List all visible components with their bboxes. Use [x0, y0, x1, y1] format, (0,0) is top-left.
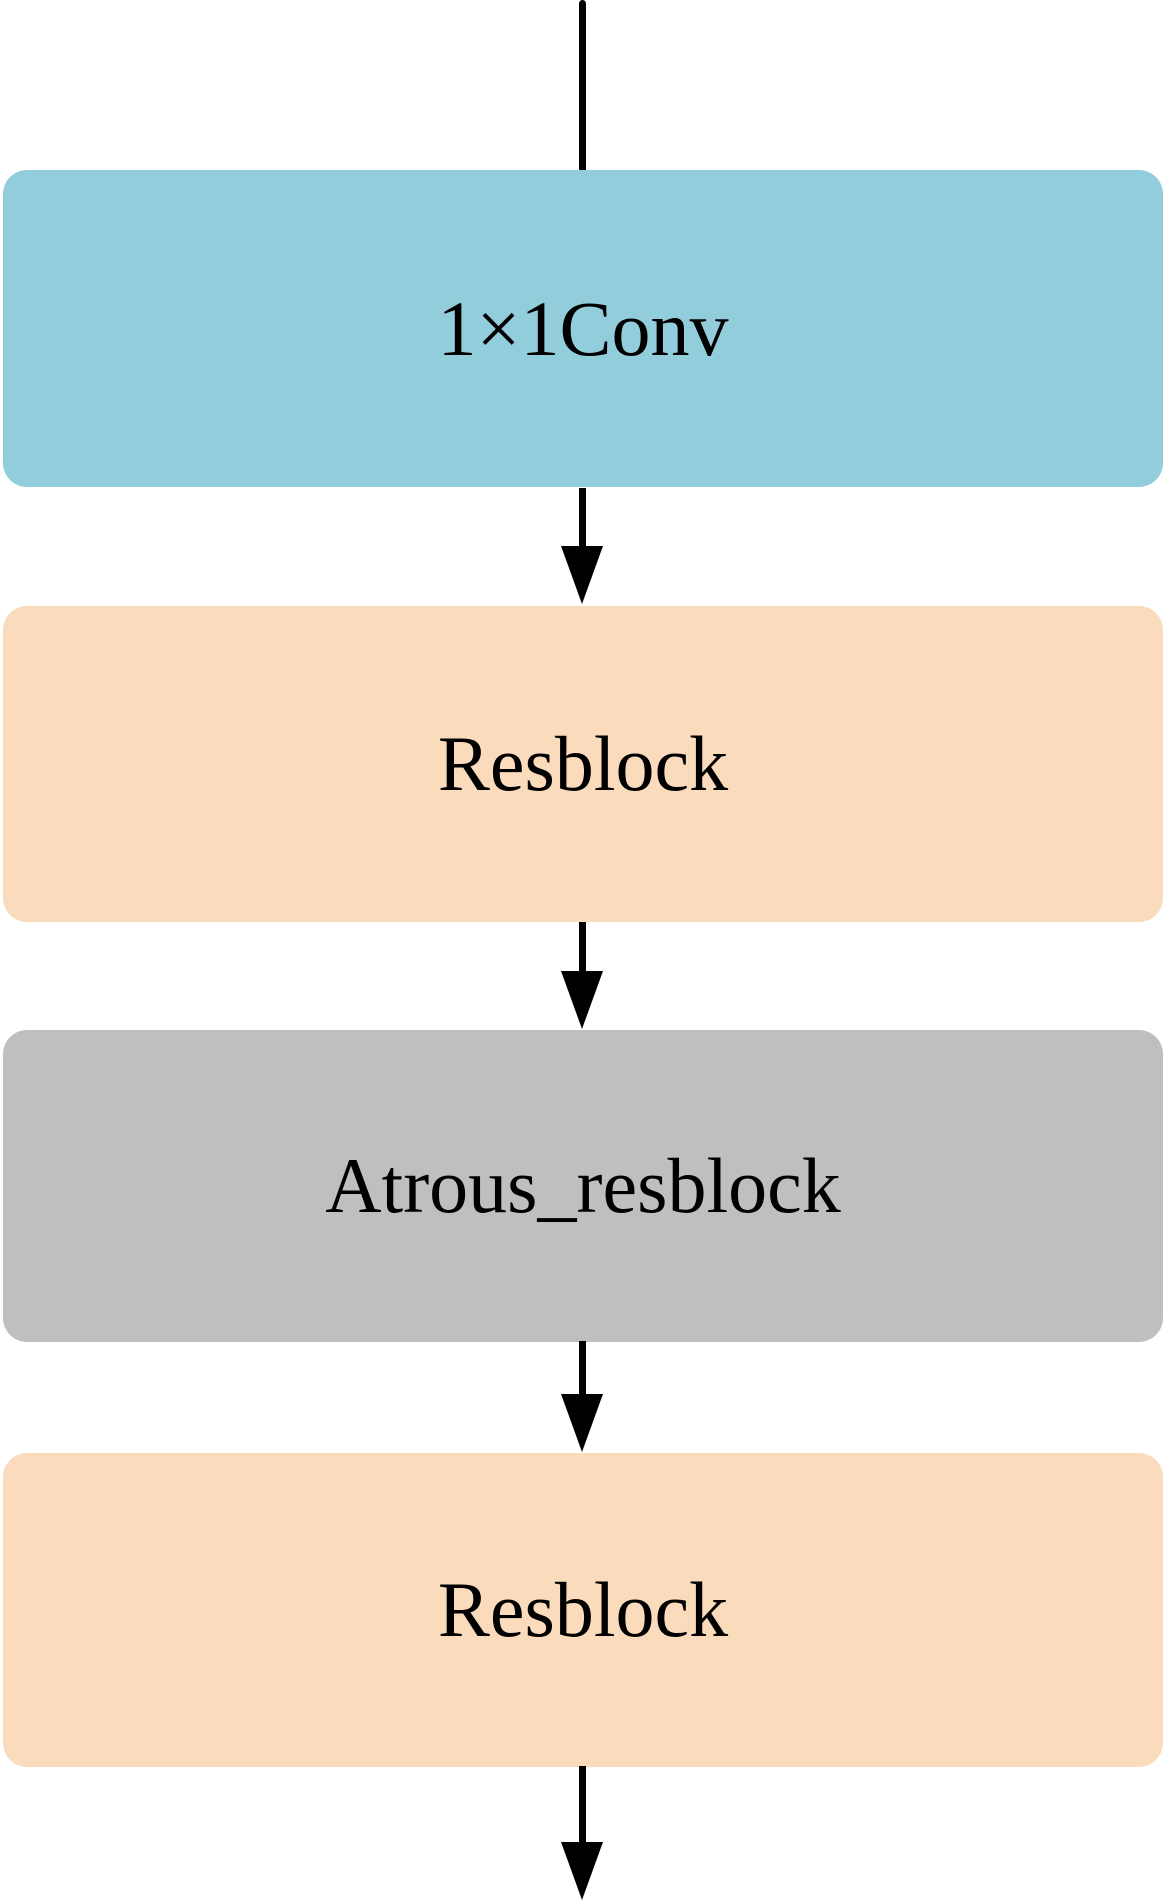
input-connector-line — [579, 0, 586, 173]
arrow-down-icon — [561, 971, 603, 1029]
node-resblock-2: Resblock — [3, 1453, 1163, 1767]
arrow-down-icon — [561, 1394, 603, 1452]
node-atrous-resblock: Atrous_resblock — [3, 1030, 1163, 1342]
output-connector-line — [579, 1766, 586, 1845]
connector-line-2 — [579, 922, 586, 974]
node-conv1x1: 1×1Conv — [3, 170, 1163, 487]
node-resblock-2-label: Resblock — [437, 1566, 729, 1653]
node-resblock-1: Resblock — [3, 606, 1163, 922]
arrow-down-icon — [561, 1842, 603, 1900]
node-resblock-1-label: Resblock — [437, 720, 729, 807]
node-atrous-resblock-label: Atrous_resblock — [325, 1142, 841, 1229]
connector-line-3 — [579, 1341, 586, 1397]
connector-line-1 — [579, 488, 586, 548]
node-conv1x1-label: 1×1Conv — [437, 284, 729, 372]
arrow-down-icon — [561, 546, 603, 604]
